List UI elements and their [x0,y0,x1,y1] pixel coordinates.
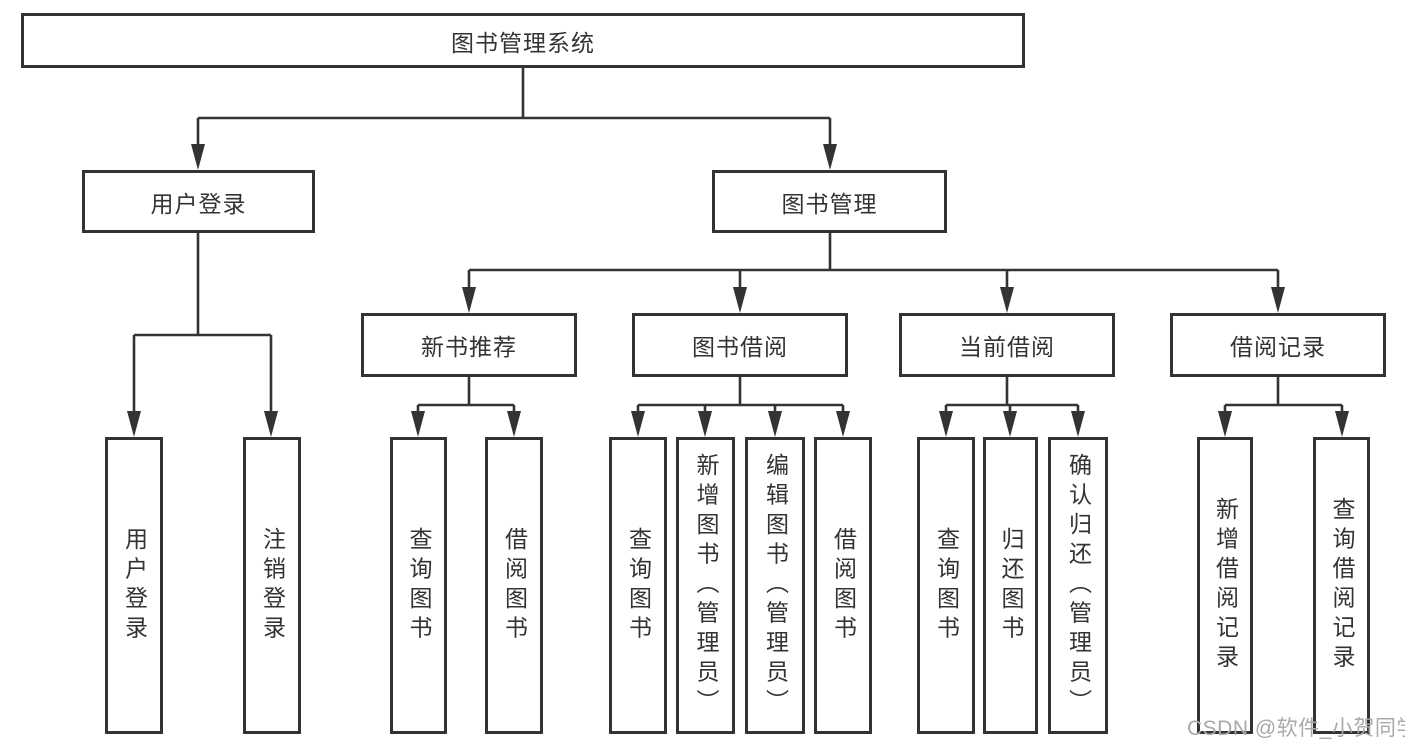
leaf-add-borrow-record: 新增借阅记录 [1197,437,1253,734]
arrow-down-icon [823,144,837,170]
arrow-down-icon [1271,287,1285,313]
arrow-down-icon [507,411,521,437]
leaf-label: 确认归还（管理员） [1065,453,1092,718]
node-label: 图书管理系统 [451,29,595,56]
leaf-label: 用户登录 [121,526,148,645]
connector-bookmgmt-to-level3 [462,233,1285,313]
connector-userlogin-to-leaves [127,233,278,437]
leaf-edit-books-admin: 编辑图书（管理员） [745,437,805,734]
node-label: 借阅记录 [1230,334,1326,360]
leaf-label: 新增图书（管理员） [693,453,719,718]
node-book-management: 图书管理 [712,170,947,233]
node-label: 图书借阅 [692,334,788,360]
leaf-label: 借阅图书 [830,526,857,645]
node-new-book-recommendation: 新书推荐 [361,313,577,377]
node-label: 当前借阅 [959,334,1055,360]
connector-bookborrow-to-leaves [631,377,850,437]
arrow-down-icon [768,411,782,437]
arrow-down-icon [1335,411,1349,437]
leaf-label: 新增借阅记录 [1212,497,1239,674]
leaf-logout: 注销登录 [243,437,301,734]
arrow-down-icon [462,287,476,313]
leaf-add-books-admin: 新增图书（管理员） [676,437,735,734]
leaf-label: 查询图书 [933,526,960,645]
arrow-down-icon [127,411,141,437]
leaf-query-borrow-record: 查询借阅记录 [1313,437,1370,734]
arrow-down-icon [698,411,712,437]
leaf-label: 查询借阅记录 [1329,497,1355,674]
node-book-borrowing: 图书借阅 [632,313,848,377]
leaf-query-books-recommend: 查询图书 [390,437,447,734]
arrow-down-icon [631,411,645,437]
arrow-down-icon [836,411,850,437]
leaf-query-books-borrowing: 查询图书 [609,437,667,734]
node-label: 新书推荐 [421,334,517,360]
connector-root-to-level2 [191,68,837,170]
leaf-confirm-return-admin: 确认归还（管理员） [1048,437,1108,734]
leaf-label: 归还图书 [998,526,1024,645]
connector-currentborrow-to-leaves [939,377,1085,437]
leaf-query-books-current: 查询图书 [917,437,975,734]
node-root-system: 图书管理系统 [21,13,1025,68]
leaf-label: 编辑图书（管理员） [762,453,789,718]
arrow-down-icon [411,411,425,437]
node-borrowing-records: 借阅记录 [1170,313,1386,377]
arrow-down-icon [1000,287,1014,313]
node-user-login: 用户登录 [82,170,315,233]
node-current-borrowing: 当前借阅 [899,313,1115,377]
arrow-down-icon [1003,411,1017,437]
leaf-label: 借阅图书 [501,526,528,645]
leaf-label: 注销登录 [259,526,286,645]
arrow-down-icon [733,287,747,313]
leaf-borrow-books: 借阅图书 [814,437,872,734]
leaf-borrow-books-recommend: 借阅图书 [485,437,543,734]
node-label: 用户登录 [150,190,247,217]
leaf-user-login: 用户登录 [105,437,163,734]
arrow-down-icon [939,411,953,437]
arrow-down-icon [264,411,278,437]
arrow-down-icon [1071,411,1085,437]
leaf-label: 查询图书 [406,526,432,645]
arrow-down-icon [191,144,205,170]
connector-newbook-to-leaves [411,377,521,437]
arrow-down-icon [1218,411,1232,437]
leaf-return-books: 归还图书 [983,437,1038,734]
leaf-label: 查询图书 [625,526,652,645]
watermark: CSDN @软件_小贺同学 [1187,717,1405,740]
node-label: 图书管理 [781,190,878,217]
connector-borrowrecord-to-leaves [1218,377,1349,437]
